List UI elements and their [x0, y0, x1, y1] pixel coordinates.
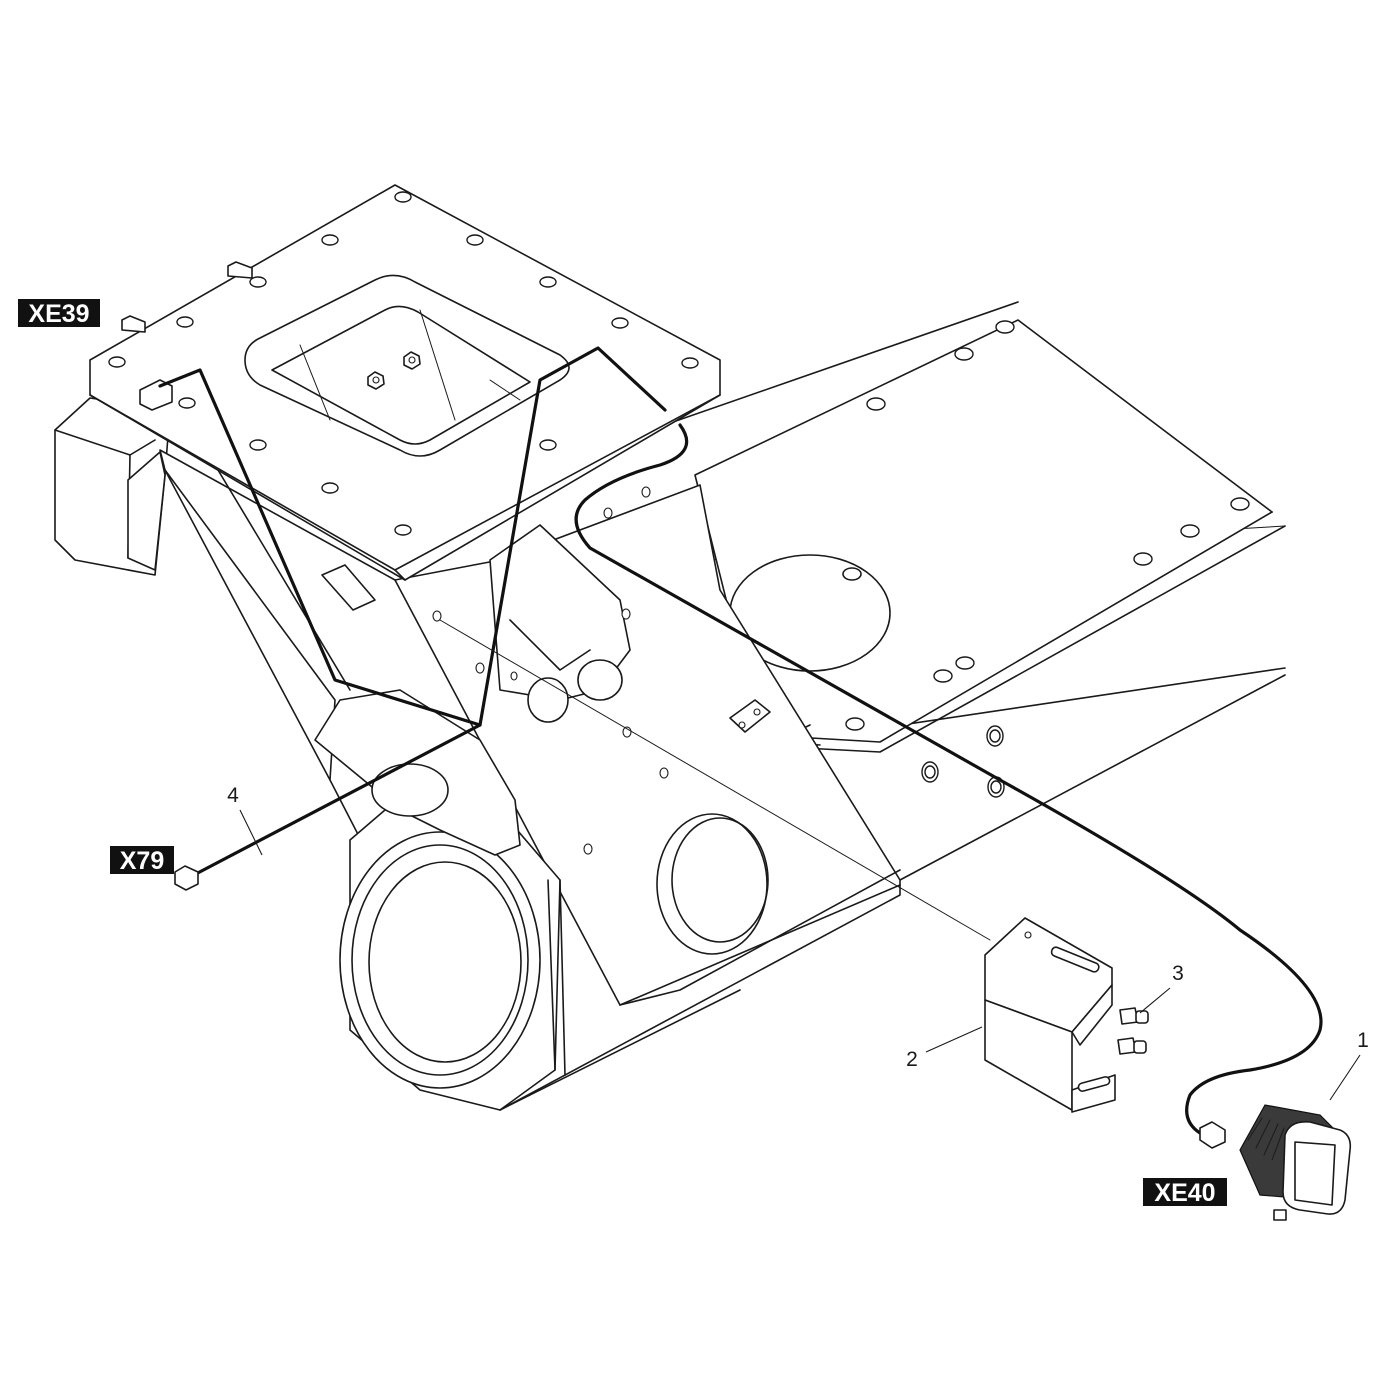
bolts: [1117, 1007, 1149, 1055]
item-number-3: 3: [1172, 962, 1184, 985]
leader-lines: [239, 619, 1361, 1101]
item-number-1: 1: [1357, 1029, 1369, 1052]
tag-x79-label: X79: [120, 847, 164, 875]
axis-line: [439, 619, 991, 941]
axle-cradle: [54, 397, 901, 1111]
item-number-4: 4: [227, 784, 239, 807]
rail-holes: [845, 320, 1250, 798]
wiring-harness: [158, 346, 1323, 1149]
work-lamp: [1239, 1104, 1352, 1221]
leader-2: [925, 1026, 983, 1053]
leader-1: [1329, 1054, 1361, 1101]
frame-rails: [649, 301, 1286, 881]
tag-x79: X79: [110, 846, 174, 875]
leader-4: [239, 809, 263, 856]
tag-xe39: XE39: [18, 299, 100, 328]
lamp-bracket: [984, 917, 1116, 1113]
item-number-2: 2: [906, 1048, 918, 1071]
tag-xe39-label: XE39: [28, 300, 89, 328]
tag-xe40: XE40: [1143, 1178, 1227, 1207]
tag-xe40-label: XE40: [1154, 1179, 1215, 1207]
leader-3: [1139, 987, 1171, 1014]
